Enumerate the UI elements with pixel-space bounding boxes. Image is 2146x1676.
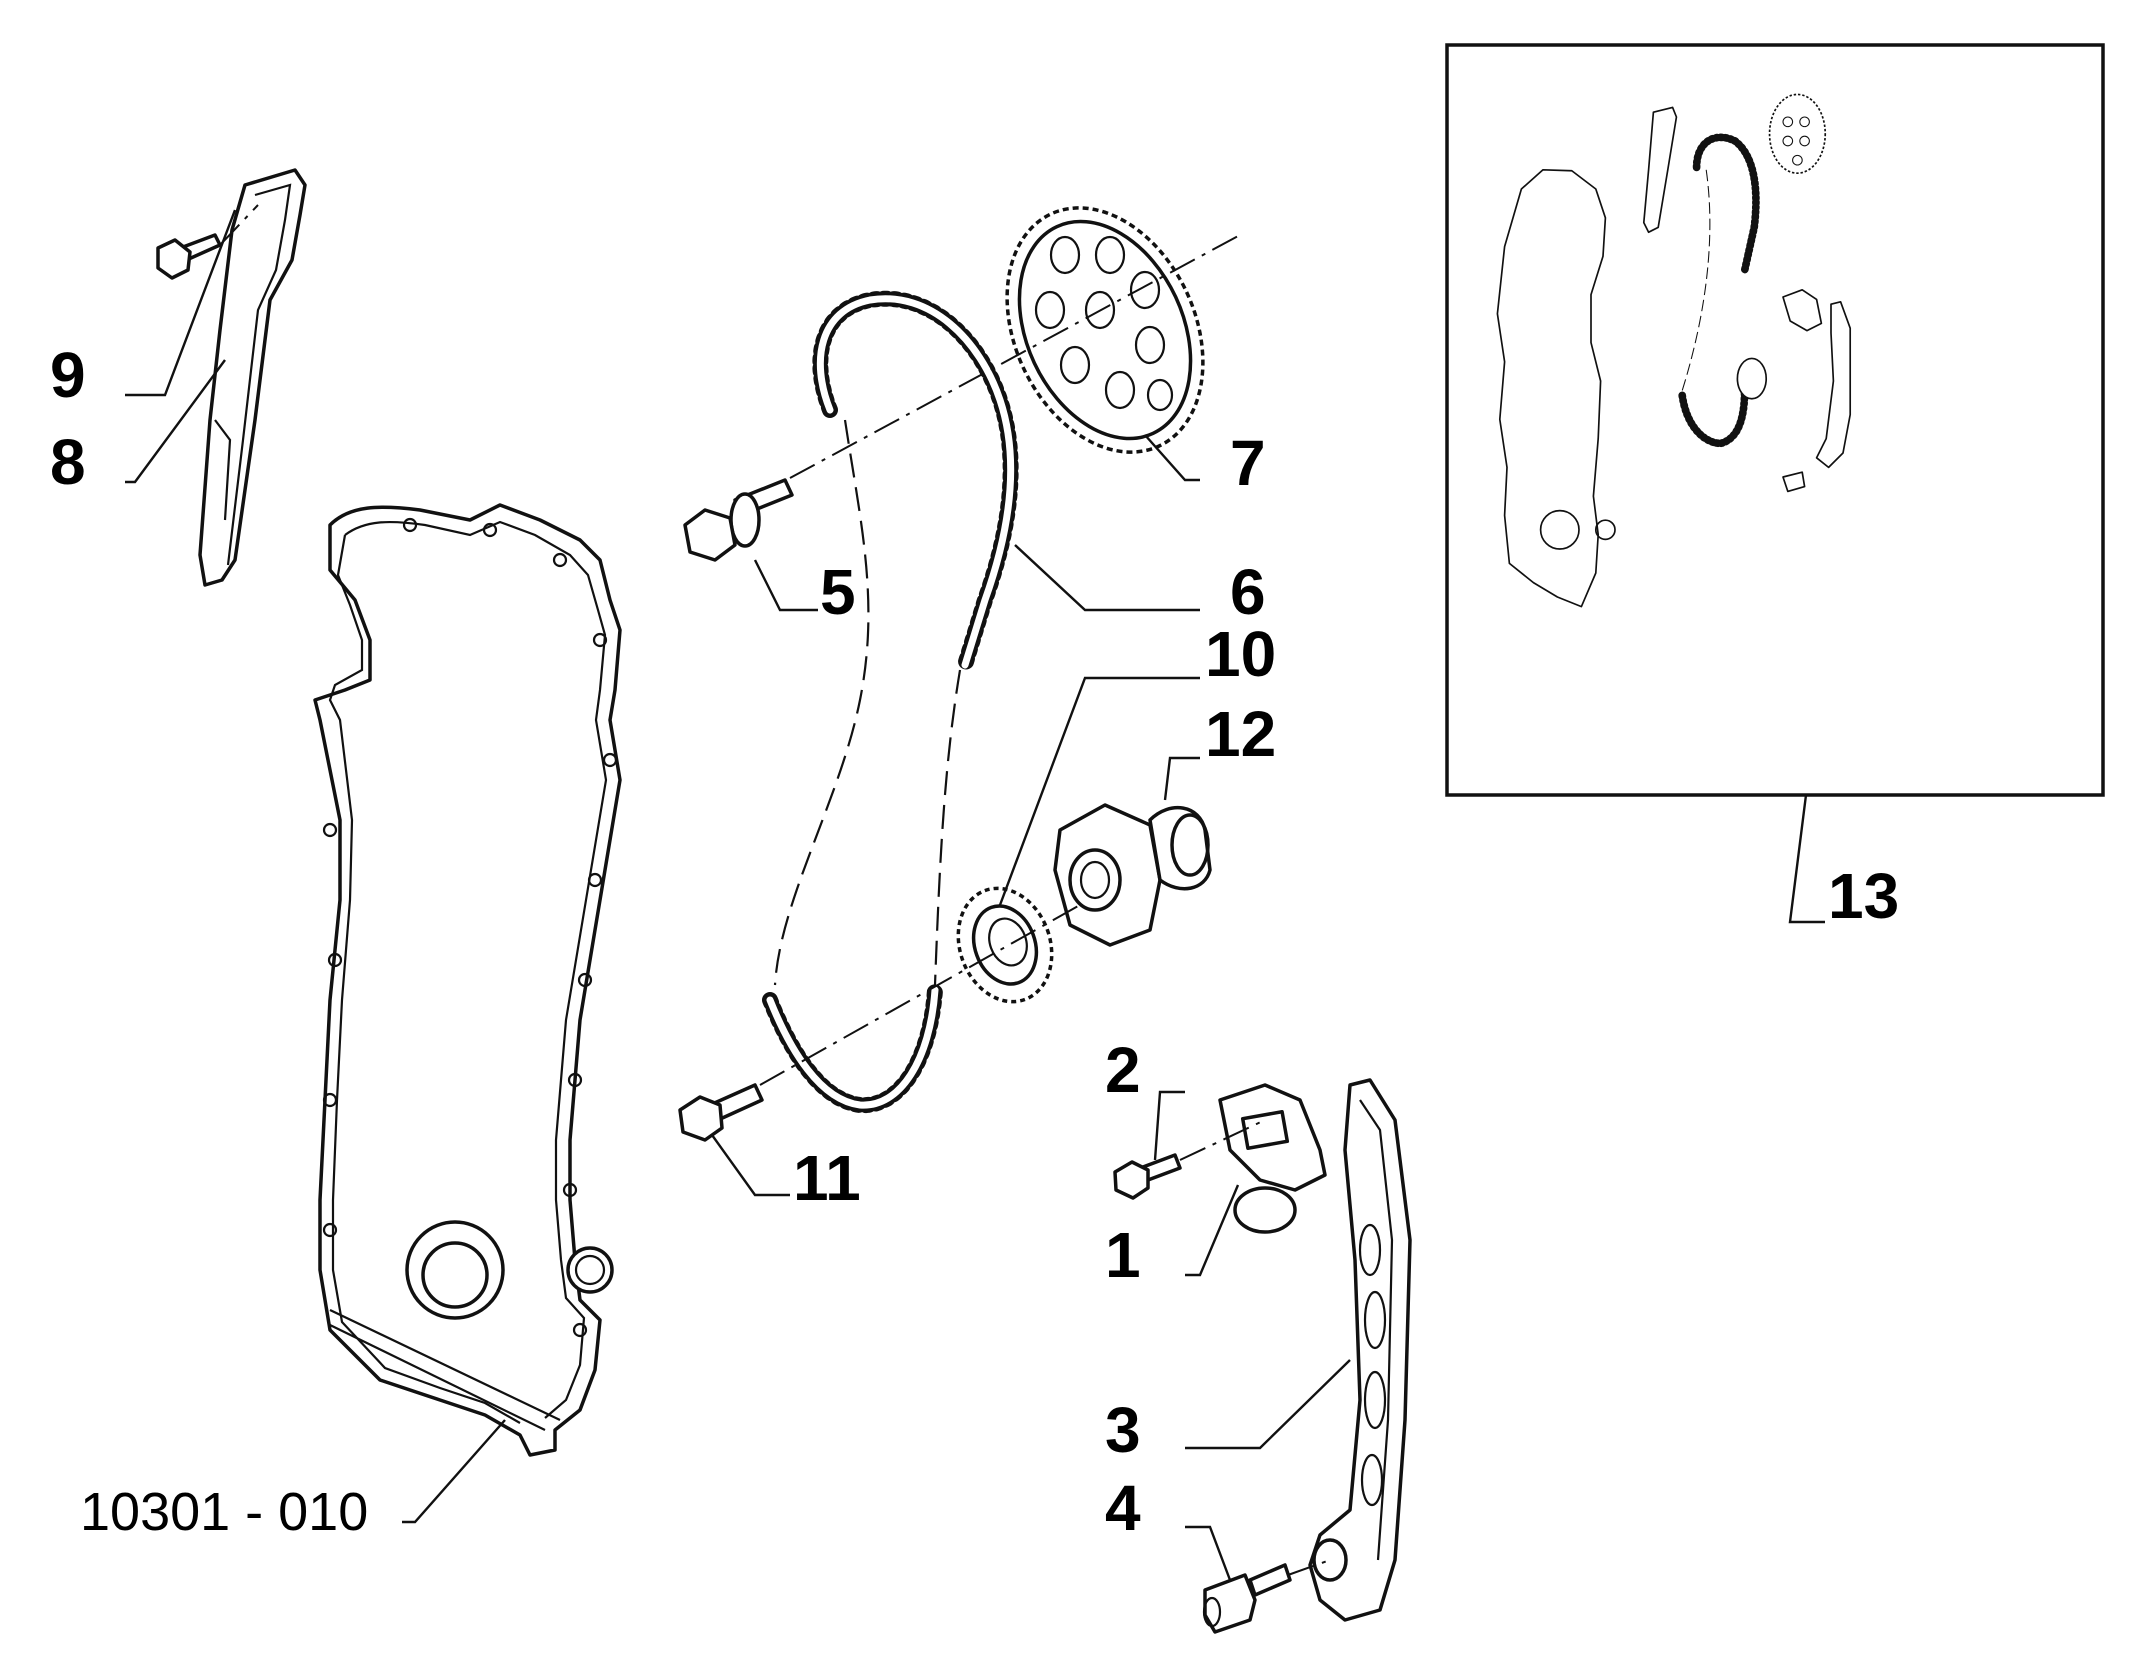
crankshaft-bolt bbox=[678, 1083, 764, 1142]
chain-tensioner bbox=[1218, 1083, 1327, 1234]
tensioner-bolt bbox=[1113, 1153, 1182, 1200]
kit-inset-frame bbox=[1445, 43, 2105, 797]
reference-code: 10301 - 010 bbox=[80, 1482, 368, 1542]
callout-6: 6 bbox=[1230, 556, 1266, 628]
pivot-pin bbox=[1202, 1563, 1292, 1634]
callout-9: 9 bbox=[50, 339, 86, 411]
callout-1: 1 bbox=[1105, 1219, 1141, 1291]
callout-4: 4 bbox=[1105, 1472, 1141, 1544]
timing-cover-gasket bbox=[313, 503, 622, 1457]
kit-inset bbox=[1445, 43, 2105, 797]
callout-2: 2 bbox=[1105, 1034, 1141, 1106]
callout-12: 12 bbox=[1205, 698, 1276, 770]
crankshaft-flange bbox=[1053, 803, 1212, 947]
upper-chain-guide bbox=[198, 168, 307, 587]
camshaft-sprocket bbox=[1005, 206, 1205, 454]
callout-7: 7 bbox=[1230, 427, 1266, 499]
crankshaft-sprocket bbox=[956, 886, 1054, 1004]
tensioner-shoe bbox=[1308, 1078, 1412, 1622]
callout-5: 5 bbox=[820, 556, 856, 628]
callout-10: 10 bbox=[1205, 618, 1276, 690]
camshaft-bolt bbox=[683, 478, 794, 562]
timing-chain bbox=[762, 290, 1019, 1114]
callout-3: 3 bbox=[1105, 1394, 1141, 1466]
callout-11: 11 bbox=[793, 1142, 861, 1214]
callout-13: 13 bbox=[1828, 860, 1899, 932]
callout-8: 8 bbox=[50, 426, 86, 498]
leader-lines bbox=[125, 209, 1825, 1581]
